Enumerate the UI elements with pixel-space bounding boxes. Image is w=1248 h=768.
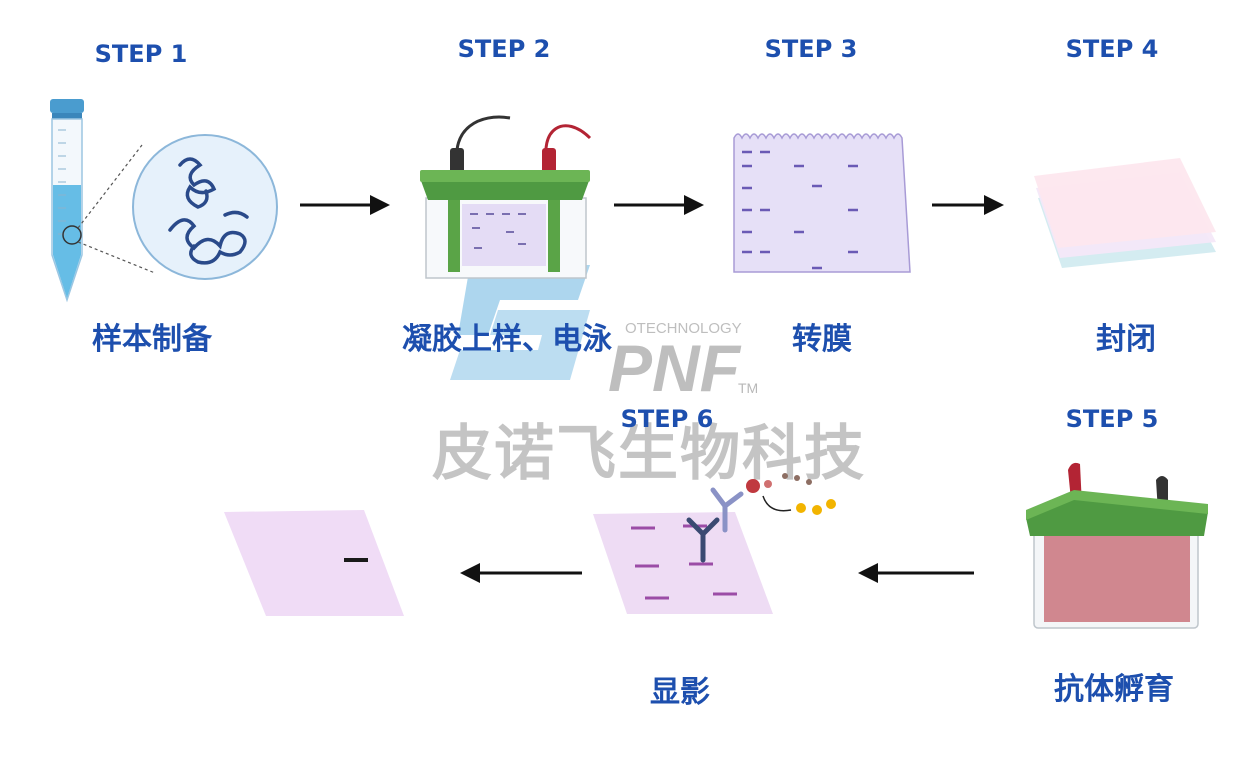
sample-tube-icon [50, 99, 278, 303]
gel-electrophoresis-icon [420, 115, 592, 279]
step-1-label: 样本制备 [92, 322, 212, 357]
watermark-logo-icon [450, 265, 590, 380]
step-6-label: 显影 [650, 675, 710, 710]
watermark-company: 皮诺飞生物科技 [432, 419, 866, 489]
transfer-membrane-icon [733, 133, 911, 273]
step-3-heading: STEP 3 [764, 35, 858, 63]
incubation-box-icon [1026, 462, 1208, 629]
step-1-heading: STEP 1 [94, 40, 188, 68]
arrow-right-icon [300, 195, 390, 215]
step-4-heading: STEP 4 [1065, 35, 1159, 63]
step-6-heading: STEP 6 [620, 405, 714, 433]
step-3-label: 转膜 [792, 322, 852, 357]
step-5-label: 抗体孵育 [1054, 672, 1174, 707]
step-4-label: 封闭 [1096, 322, 1156, 357]
arrow-right-icon [932, 195, 1004, 215]
result-membrane-icon [224, 510, 404, 616]
step-5-heading: STEP 5 [1065, 405, 1159, 433]
watermark-tech-text: OTECHNOLOGY [625, 320, 742, 337]
watermark-brand: PNF [608, 331, 740, 405]
arrow-right-icon [614, 195, 704, 215]
blocking-layers-icon [1034, 158, 1216, 268]
detection-membrane-icon [593, 473, 836, 614]
step-2-label: 凝胶上样、电泳 [402, 322, 612, 357]
arrow-left-icon [460, 563, 582, 583]
arrow-left-icon [858, 563, 974, 583]
watermark-tm: TM [738, 380, 759, 396]
step-2-heading: STEP 2 [457, 35, 551, 63]
